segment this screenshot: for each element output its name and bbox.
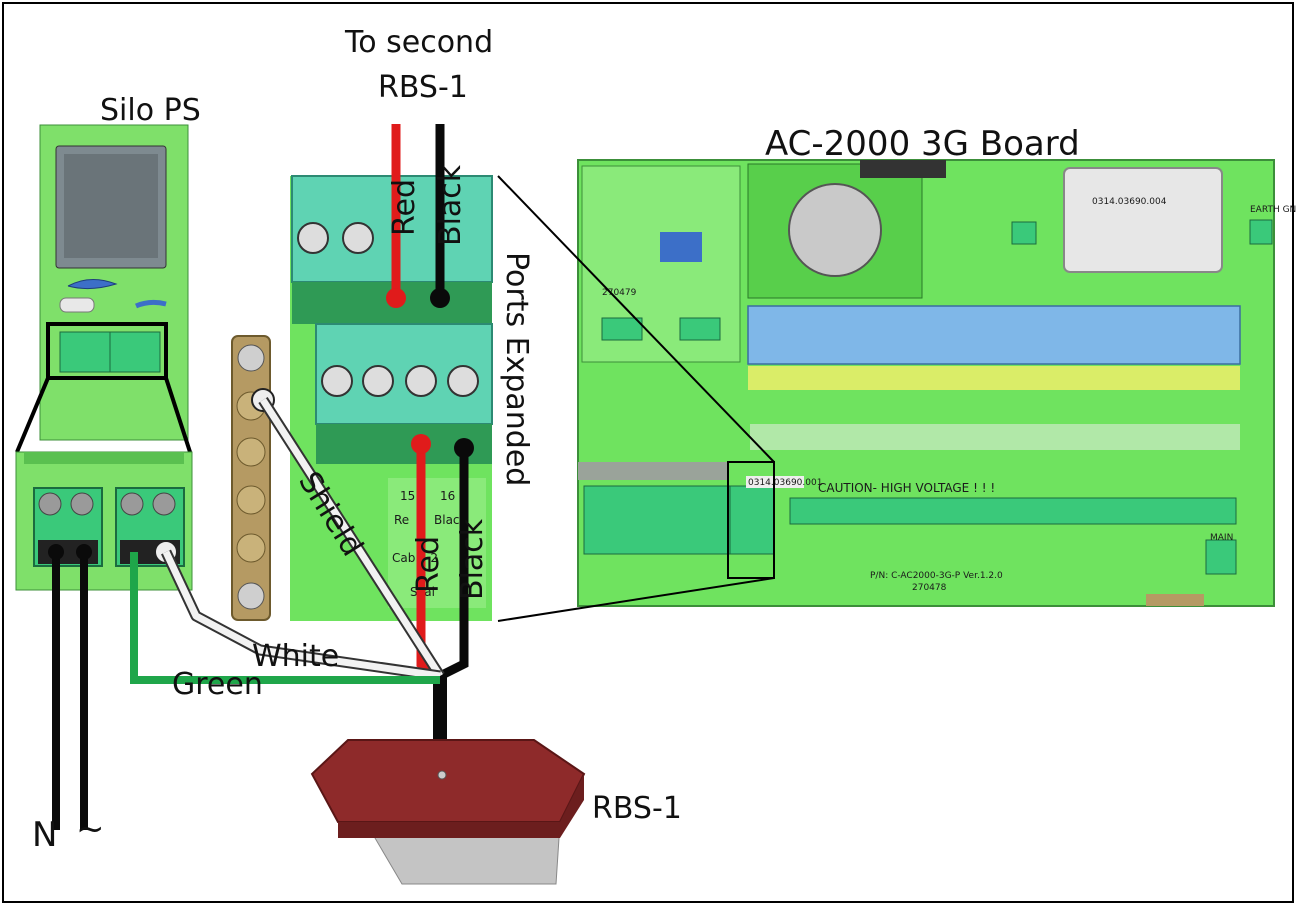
live-label: ~: [76, 809, 105, 849]
rbs-1-device: [310, 739, 586, 885]
green-label: Green: [172, 667, 263, 702]
port-15-number: 15: [400, 489, 415, 503]
ground-bus-bar: [231, 335, 275, 621]
earth-gnd-label: EARTH GND: [1250, 205, 1296, 215]
ports-expanded-panel: 15 16 Re Blac Cable-2 Scal: [290, 175, 493, 621]
black-top-label: Black: [433, 164, 468, 246]
wire-black-bottom: [437, 448, 469, 681]
sub-board-code: 270479: [602, 288, 637, 298]
port-15-red-fragment: Re: [394, 513, 409, 527]
red-top-label: Red: [387, 179, 422, 236]
module-label: 0314.03690.004: [1092, 197, 1167, 207]
board-title: AC-2000 3G Board: [765, 124, 1080, 164]
silo-ps-expanded-terminals: [15, 451, 193, 591]
caution-label: CAUTION- HIGH VOLTAGE ! ! !: [818, 481, 995, 495]
neutral-label: N: [32, 815, 57, 855]
port-16-number: 16: [440, 489, 455, 503]
ac2000-board: 0314.03690.004 EARTH GND 270479 0314.036…: [577, 159, 1296, 607]
cable-fragment: Cable-2: [392, 551, 438, 565]
red-bottom-label: Red: [411, 536, 446, 593]
main-label: MAIN: [1210, 533, 1233, 543]
port-16-black-fragment: Blac: [434, 513, 460, 527]
part-code: 270478: [912, 583, 947, 593]
rbs-device-label: RBS-1: [592, 791, 682, 826]
part-number: P/N: C-AC2000-3G-P Ver.1.2.0: [870, 571, 1003, 581]
to-second-label: To second: [344, 25, 493, 60]
rbs-top-label: RBS-1: [378, 70, 468, 105]
relay-bank: [747, 305, 1241, 390]
black-bottom-label: Black: [455, 518, 490, 600]
silo-ps-callout-box: [46, 322, 168, 380]
ports-callout-box: [727, 461, 775, 579]
silo-ps-board: [39, 124, 189, 441]
wire-green: [130, 552, 440, 684]
white-label: White: [252, 639, 339, 674]
ports-expanded-label: Ports Expanded: [499, 252, 534, 486]
strip-label: 0314.03690.001: [748, 478, 822, 488]
silo-ps-label: Silo PS: [100, 93, 201, 128]
